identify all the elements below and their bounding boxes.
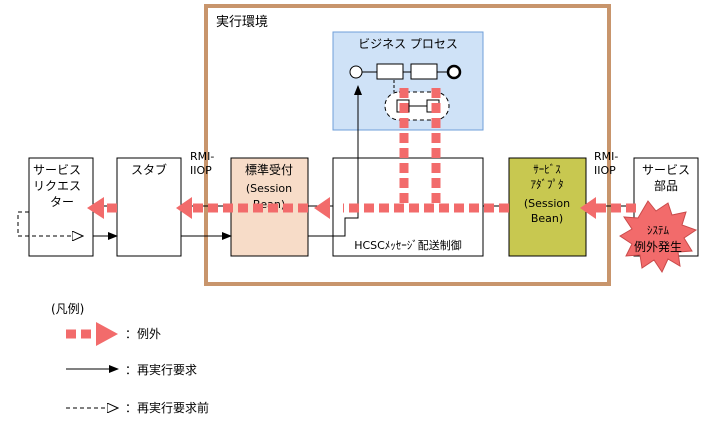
- service-requester-label-3: ター: [50, 195, 74, 209]
- service-requester-label-1: サービス: [33, 163, 81, 177]
- exception-arrowheads: [87, 197, 596, 219]
- pre-reexecution-flow: [17, 211, 83, 236]
- standard-receive-label-1: 標準受付: [245, 162, 293, 177]
- service-adapter-label-4: Bean): [531, 212, 563, 225]
- reexecution-request-flow: [93, 85, 362, 240]
- legend: (凡例) ：例外 ：再実行要求 ：再実行要求前: [51, 302, 209, 415]
- service-requester-label-2: リクエス: [33, 179, 81, 193]
- end-node: [446, 64, 462, 80]
- service-adapter-label-3: (Session: [524, 197, 570, 210]
- legend-title: (凡例): [51, 302, 84, 316]
- service-part-label-1: サービス: [642, 163, 690, 177]
- system-exception-label-1: ｼｽﾃﾑ: [647, 224, 669, 237]
- service-adapter-label-2: ｱﾀﾞﾌﾟﾀ: [531, 178, 564, 191]
- start-node: [349, 65, 363, 79]
- legend-reexec-before-label: ：再実行要求前: [125, 400, 209, 415]
- service-adapter-label-1: ｻｰﾋﾞｽ: [533, 163, 561, 176]
- execution-environment-label: 実行環境: [216, 14, 268, 30]
- system-exception-label-2: 例外発生: [634, 240, 682, 254]
- rmi-iiop-right-1: RMI-: [594, 150, 618, 163]
- hcsc-delivery-control-label: HCSCﾒｯｾｰｼﾞ配送制御: [354, 238, 462, 252]
- service-adapter-box: [508, 157, 587, 257]
- execution-environment-frame: [204, 4, 611, 286]
- legend-exception-label: ：例外: [125, 327, 161, 341]
- rmi-iiop-right-2: IIOP: [594, 164, 616, 177]
- rmi-iiop-left-2: IIOP: [190, 164, 212, 177]
- service-part-label-2: 部品: [654, 178, 678, 193]
- legend-reexec-label: ：再実行要求: [125, 362, 197, 377]
- stub-label: スタブ: [131, 162, 167, 177]
- legend-exception-arrow-icon: [96, 322, 118, 346]
- activity-node: [410, 63, 438, 80]
- exception-flow: [105, 88, 636, 213]
- standard-receive-label-2: (Session: [246, 182, 292, 195]
- system-exception-burst: ｼｽﾃﾑ 例外発生: [619, 200, 698, 274]
- rmi-iiop-left-1: RMI-: [190, 150, 214, 163]
- business-process-label: ビジネス プロセス: [358, 37, 458, 51]
- activity-node: [376, 63, 404, 80]
